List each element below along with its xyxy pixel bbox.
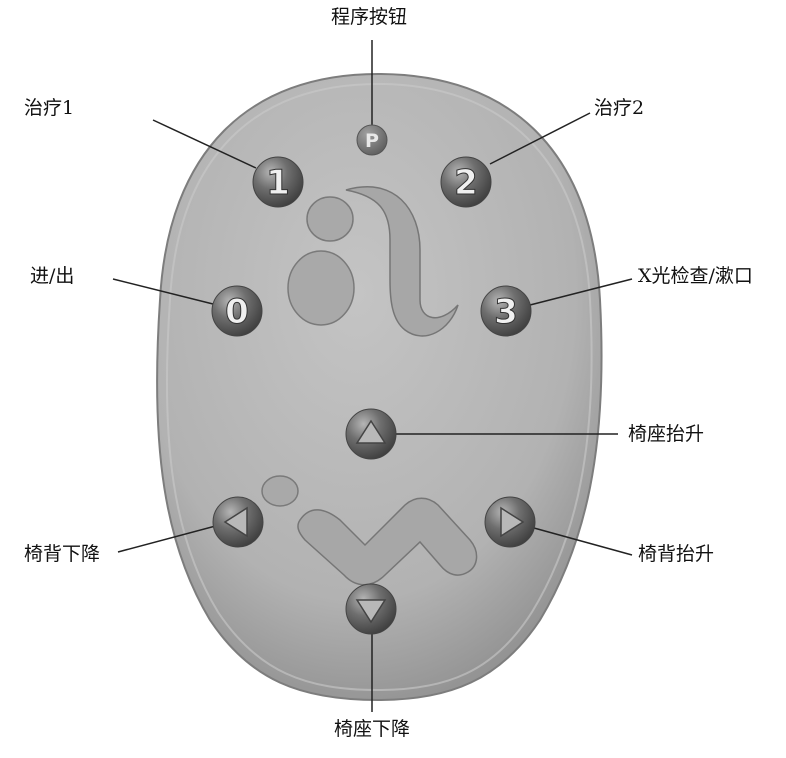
seat-up-button[interactable] xyxy=(346,409,396,459)
xray-rinse-button-label: 3 xyxy=(494,292,518,332)
treatment-1-button[interactable]: 1 xyxy=(253,157,303,207)
label-backrest-down: 椅背下降 xyxy=(24,543,100,565)
label-program-button: 程序按钮 xyxy=(331,6,407,28)
label-seat-down: 椅座下降 xyxy=(334,718,410,740)
backrest-down-button[interactable] xyxy=(213,497,263,547)
in-out-button[interactable]: 0 xyxy=(212,286,262,336)
treatment-2-button[interactable]: 2 xyxy=(441,157,491,207)
label-treatment-1: 治疗1 xyxy=(24,97,74,119)
label-treatment-2: 治疗2 xyxy=(594,97,644,119)
label-xray-rinse: X光检查/漱口 xyxy=(638,265,753,287)
treatment-1-button-label: 1 xyxy=(266,163,290,203)
seat-down-button[interactable] xyxy=(346,584,396,634)
program-button-label: P xyxy=(365,130,379,152)
program-button[interactable]: P xyxy=(357,125,387,155)
in-out-button-label: 0 xyxy=(225,292,249,332)
xray-rinse-button[interactable]: 3 xyxy=(481,286,531,336)
label-backrest-up: 椅背抬升 xyxy=(638,543,714,565)
treatment-2-button-label: 2 xyxy=(454,163,478,203)
label-in-out: 进/出 xyxy=(30,265,74,287)
backrest-up-button[interactable] xyxy=(485,497,535,547)
label-seat-up: 椅座抬升 xyxy=(628,423,704,445)
